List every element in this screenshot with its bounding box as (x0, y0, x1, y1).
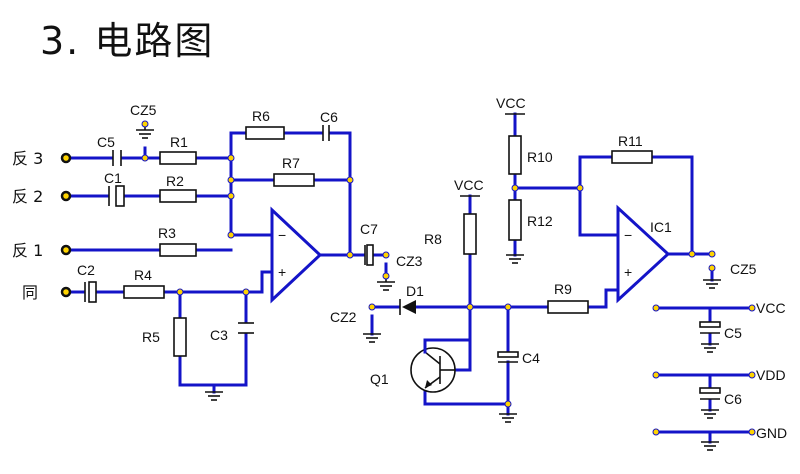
label-c7: C7 (360, 221, 378, 237)
resistor-r5 (173, 317, 187, 357)
label-cz2: CZ2 (330, 309, 357, 325)
label-cz5-right: CZ5 (730, 261, 757, 277)
label-c6: C6 (320, 109, 338, 125)
capacitor-c1 (108, 185, 125, 207)
label-cz5-top: CZ5 (130, 102, 157, 118)
label-c4: C4 (522, 350, 540, 366)
ground-icon (703, 279, 721, 289)
ground-icon (363, 333, 381, 343)
capacitor-c6-rail (699, 387, 721, 400)
resistor-r4 (123, 285, 165, 299)
input-label-1: 反 1 (12, 241, 43, 260)
resistor-r3 (159, 243, 197, 257)
svg-text:−: − (624, 227, 632, 243)
resistor-r1 (159, 151, 197, 165)
ground-symbols (136, 124, 721, 451)
svg-text:−: − (278, 227, 286, 243)
label-vcc-r10: VCC (496, 95, 526, 111)
resistor-r9 (547, 300, 589, 314)
label-c5: C5 (97, 134, 115, 150)
label-c6-rail: C6 (724, 391, 742, 407)
label-r7: R7 (282, 155, 300, 171)
label-r4: R4 (134, 267, 152, 283)
capacitor-c2 (84, 281, 97, 303)
component-labels: 反 3 反 2 反 1 同 C5 C1 C2 C3 C4 C6 C7 R1 R2… (12, 95, 787, 441)
label-r11: R11 (618, 133, 643, 149)
label-vcc-rail: VCC (756, 300, 786, 316)
capacitors (84, 125, 721, 400)
label-r9: R9 (554, 281, 572, 297)
label-c3: C3 (210, 327, 228, 343)
capacitor-c3 (238, 322, 254, 334)
label-r2: R2 (166, 173, 184, 189)
label-vdd-rail: VDD (756, 367, 786, 383)
supply-bars (460, 113, 525, 197)
ground-icon (701, 409, 719, 419)
label-vcc-r8: VCC (454, 177, 484, 193)
input-label-same: 同 (22, 283, 38, 302)
input-label-2: 反 2 (12, 187, 43, 206)
resistor-r8 (463, 213, 477, 255)
ground-icon (136, 124, 154, 139)
ground-icon (506, 254, 524, 264)
label-gnd-rail: GND (756, 425, 787, 441)
label-r3: R3 (158, 225, 176, 241)
ground-icon (701, 441, 719, 451)
label-r8: R8 (424, 231, 442, 247)
input-label-3: 反 3 (12, 149, 43, 168)
label-r1: R1 (170, 134, 188, 150)
ground-icon (205, 391, 223, 401)
resistor-r7 (273, 173, 315, 187)
capacitor-c7 (364, 244, 374, 266)
svg-text:+: + (624, 264, 632, 280)
resistor-r10 (508, 135, 522, 175)
label-c2: C2 (77, 262, 95, 278)
svg-text:+: + (278, 264, 286, 280)
label-r12: R12 (527, 213, 553, 229)
resistor-r6 (245, 126, 285, 140)
transistor-q1 (410, 338, 472, 393)
ground-icon (499, 413, 517, 423)
label-d1: D1 (406, 283, 424, 299)
label-cz3: CZ3 (396, 253, 423, 269)
capacitor-c5-input (112, 150, 122, 166)
label-c5-rail: C5 (724, 325, 742, 341)
label-q1: Q1 (370, 371, 389, 387)
diode-d1 (399, 299, 416, 315)
resistor-r11 (611, 150, 653, 164)
capacitor-c6-feedback (322, 125, 330, 141)
label-r5: R5 (142, 329, 160, 345)
opamp-ic1: − + (616, 204, 671, 304)
label-r10: R10 (527, 149, 553, 165)
capacitor-c4 (497, 351, 519, 363)
resistor-r12 (508, 199, 522, 241)
label-ic1: IC1 (650, 219, 672, 235)
resistor-r2 (159, 189, 197, 203)
label-r6: R6 (252, 108, 270, 124)
ground-icon (701, 343, 719, 353)
page-title: 3. 电路图 (40, 19, 215, 63)
junction-nodes (141, 120, 756, 436)
opamp-left: − + (270, 206, 323, 304)
resistors (123, 126, 653, 357)
label-c1: C1 (104, 170, 122, 186)
input-terminals (60, 152, 72, 298)
capacitor-c5-rail (699, 321, 721, 334)
